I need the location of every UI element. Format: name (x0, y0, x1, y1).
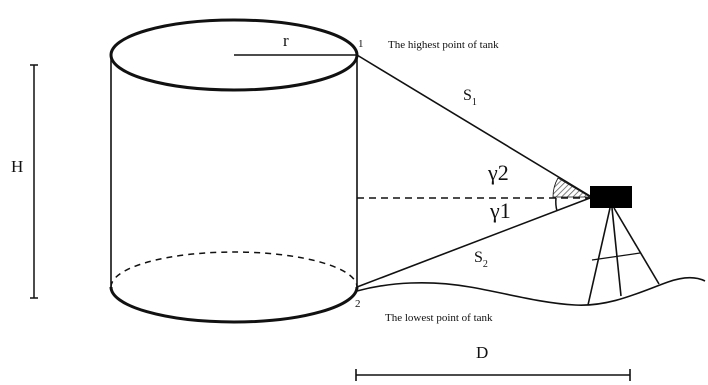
point-top-number: 1 (358, 38, 364, 50)
point-top-label: The highest point of tank (388, 39, 499, 51)
tank-bottom-visible-arc (109, 286, 359, 324)
radius-label: r (283, 31, 289, 50)
s1-label: S1 (463, 87, 477, 108)
gamma1-label: γ1 (489, 198, 511, 223)
distance-label: D (476, 343, 488, 362)
point-bottom-label: The lowest point of tank (385, 312, 493, 324)
instrument-body (590, 186, 632, 208)
gamma2-label: γ2 (487, 160, 509, 185)
angle-upper-hatch (552, 177, 592, 198)
angle-lower-arc (555, 197, 558, 212)
ground-line (356, 276, 706, 306)
tripod (587, 207, 660, 306)
tank-cylinder (109, 18, 359, 324)
height-label: H (11, 157, 23, 176)
tank-bottom-hidden-arc (110, 251, 358, 288)
sight-line-upper (356, 54, 591, 197)
s2-label: S2 (474, 249, 488, 270)
point-bottom-number: 2 (355, 298, 361, 310)
sight-line-lower (356, 197, 591, 288)
distance-dimension (355, 369, 631, 381)
height-dimension (30, 64, 38, 299)
